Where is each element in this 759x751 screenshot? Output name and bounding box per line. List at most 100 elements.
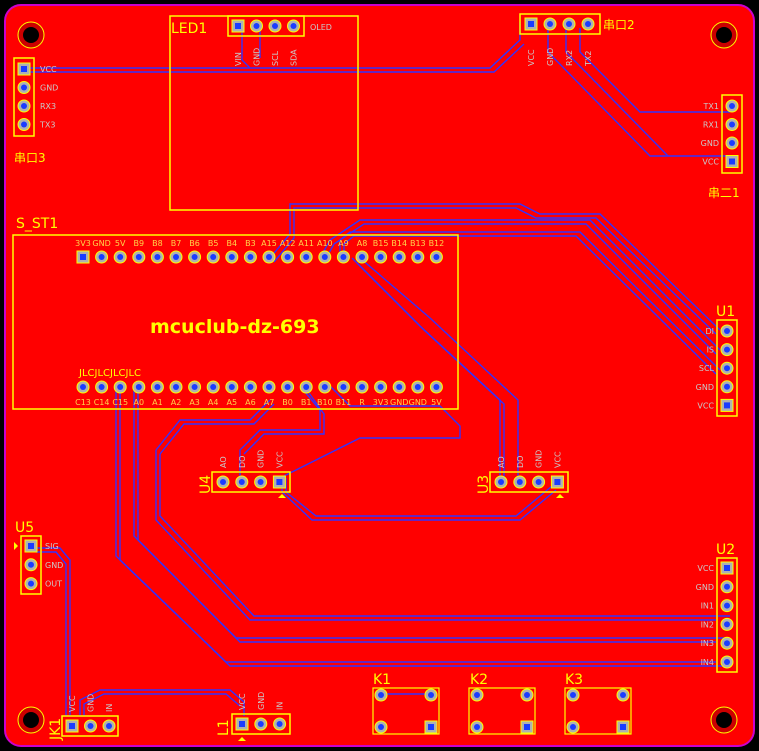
u3-pin (550, 475, 564, 489)
triangle-marker-icon (278, 494, 286, 498)
uart2-top-pin (562, 17, 576, 31)
uart3-label: 串口3 (14, 151, 46, 165)
mcu-top-pin (281, 250, 295, 264)
oled-label: OLED (310, 23, 332, 32)
u4-pin (235, 475, 249, 489)
pin-label: IN3 (701, 639, 714, 648)
pin-label: VCC (702, 158, 719, 167)
u5-header-outline (20, 535, 42, 595)
tactile-button-k1[interactable] (372, 687, 440, 735)
u4-pin (272, 475, 286, 489)
pin-label: AO (219, 456, 228, 468)
tactile-button-k2[interactable] (468, 687, 536, 735)
pin-label: A9 (338, 239, 349, 248)
pin-label: TX3 (39, 121, 55, 130)
uart-right-pin (725, 99, 739, 113)
mounting-hole-icon (710, 21, 738, 49)
mcu-bottom-pin (318, 380, 332, 394)
u2-pin (720, 580, 734, 594)
u2-label: U2 (716, 542, 735, 558)
u4-pin (216, 475, 230, 489)
pin-label: VCC (527, 49, 536, 66)
pin-label: AO (497, 456, 506, 468)
pin-label: B1 (301, 398, 312, 407)
pin-label: 3V3 (373, 398, 389, 407)
mcu-top-pin (262, 250, 276, 264)
pin-label: B11 (336, 398, 352, 407)
pin-label: SIG (45, 542, 59, 551)
u2-pin (720, 599, 734, 613)
pin-label: GND (535, 450, 544, 468)
mounting-hole-icon (17, 21, 45, 49)
mcu-bottom-pin (355, 380, 369, 394)
mcu-top-pin (374, 250, 388, 264)
pin-label: A4 (208, 398, 219, 407)
triangle-marker-icon (14, 542, 18, 550)
uart2-top-pin (543, 17, 557, 31)
pin-label: VIN (234, 52, 243, 66)
u5-pin (24, 558, 38, 572)
button-pin (424, 720, 438, 734)
pin-label: GND (696, 383, 714, 392)
mcu-top-pin (429, 250, 443, 264)
mounting-hole-icon (17, 706, 45, 734)
pin-label: C13 (75, 398, 91, 407)
u3-pin (532, 475, 546, 489)
u1-pin (720, 343, 734, 357)
pin-label: A1 (152, 398, 163, 407)
mcu-bottom-pin (225, 380, 239, 394)
pin-label: VCC (40, 65, 57, 74)
pin-label: A8 (357, 239, 368, 248)
u4-header-outline (211, 471, 291, 493)
pin-label: B14 (391, 239, 407, 248)
pin-label: RX1 (703, 121, 719, 130)
mcu-top-pin (225, 250, 239, 264)
jk1-pin (102, 719, 116, 733)
tactile-button-k3[interactable] (564, 687, 632, 735)
mcu-module-outline (12, 234, 459, 410)
uart3-pin (17, 62, 31, 76)
u1-pin (720, 324, 734, 338)
s-st1-label: S_ST1 (16, 216, 58, 232)
mcu-top-pin (76, 250, 90, 264)
pin-label: B15 (373, 239, 389, 248)
mcu-bottom-pin (76, 380, 90, 394)
u3-pin (513, 475, 527, 489)
pin-label: B7 (171, 239, 182, 248)
uart2-right-label: 串二1 (708, 186, 740, 200)
mcu-top-pin (188, 250, 202, 264)
button-pin (470, 720, 484, 734)
l1-label: L1 (216, 719, 232, 736)
pin-label: A12 (280, 239, 296, 248)
u4-pin (254, 475, 268, 489)
pin-label: B3 (245, 239, 256, 248)
u5-pin (24, 539, 38, 553)
pin-label: TX2 (584, 51, 593, 67)
mcu-top-pin (113, 250, 127, 264)
mcu-top-pin (132, 250, 146, 264)
pin-label: IN2 (701, 620, 714, 629)
u1-pin (720, 398, 734, 412)
pin-label: A11 (298, 239, 314, 248)
pin-label: 3V3 (75, 239, 91, 248)
mcu-bottom-pin (95, 380, 109, 394)
u1-pin (720, 361, 734, 375)
mcu-bottom-pin (206, 380, 220, 394)
pin-label: GND (87, 694, 96, 712)
mcu-bottom-pin (299, 380, 313, 394)
uart3-pin (17, 118, 31, 131)
pin-label: TX1 (703, 102, 719, 111)
uart2-top-pin (524, 17, 538, 31)
pin-label: GND (253, 48, 262, 66)
u5-label: U5 (15, 520, 34, 536)
pin-label: A6 (245, 398, 256, 407)
mcu-bottom-pin (169, 380, 183, 394)
board-outline (4, 4, 755, 747)
pin-label: A2 (171, 398, 182, 407)
k3-label: K3 (565, 672, 583, 688)
pin-label: IN4 (701, 658, 714, 667)
oled-pin (287, 19, 300, 33)
mcu-bottom-pin (374, 380, 388, 394)
u1-pin (720, 380, 734, 394)
oled-pin (268, 19, 282, 33)
